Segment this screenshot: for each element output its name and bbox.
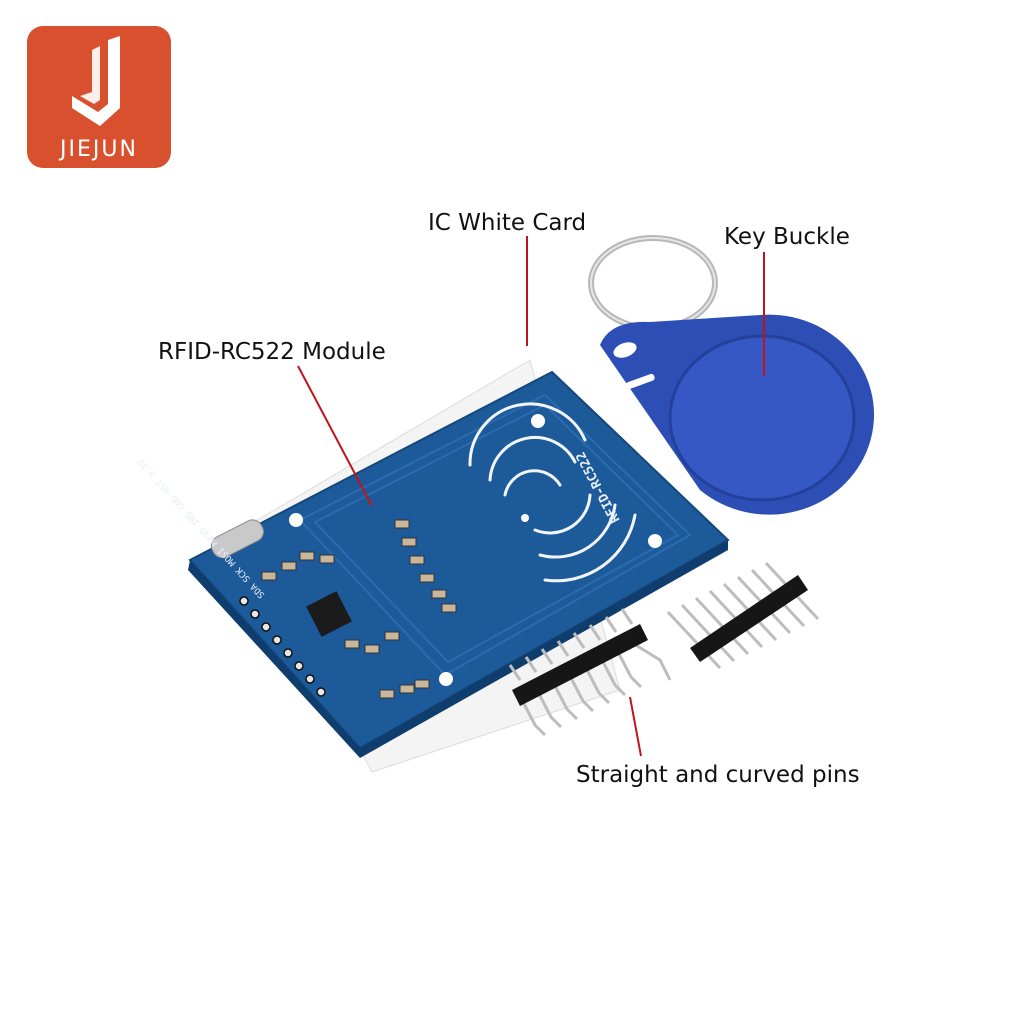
curved-pin-header (508, 608, 672, 737)
label-rfid-module: RFID-RC522 Module (158, 339, 386, 365)
brand-logo: JIEJUN (27, 26, 171, 168)
mfrc522-chip (306, 591, 352, 637)
rfid-rc522-board: RFID-RC522 SDA SCK MOSI MISO IRQ GND RST… (136, 370, 730, 758)
logo-j-inner (80, 46, 100, 104)
crystal-oscillator (210, 519, 264, 559)
label-ic-white-card: IC White Card (428, 210, 586, 236)
logo-j-mark (72, 36, 120, 126)
straight-pin-header (666, 561, 820, 670)
leader-line-pins (629, 696, 642, 757)
leader-line-module (297, 365, 373, 507)
label-pins: Straight and curved pins (576, 762, 860, 788)
key-ring-highlight (590, 237, 716, 329)
label-key-buckle: Key Buckle (724, 224, 850, 250)
key-buckle-tag (600, 314, 875, 515)
logo-text: JIEJUN (58, 137, 138, 162)
